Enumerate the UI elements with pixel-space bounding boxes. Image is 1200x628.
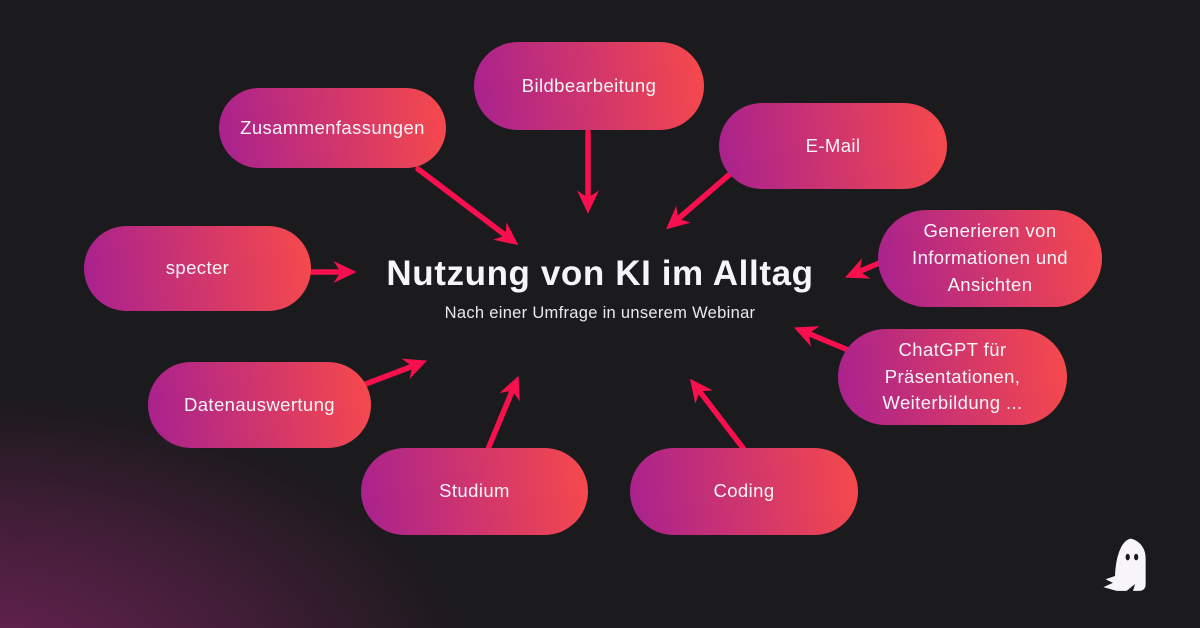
ghost-icon — [1103, 538, 1146, 591]
arrow-studium-to-center — [485, 375, 520, 452]
arrow-chatgpt-to-center — [793, 326, 856, 355]
node-datenauswertung: Datenauswertung — [148, 362, 371, 448]
arrow-zusammenfassungen-to-center — [415, 166, 519, 245]
node-label: Bildbearbeitung — [521, 74, 657, 96]
node-specter: specter — [84, 226, 311, 311]
node-label: Coding — [713, 480, 775, 502]
arrow-email-to-center — [666, 165, 740, 230]
node-label: Zusammenfassungen — [240, 116, 425, 138]
node-zusammenfassungen: Zusammenfassungen — [219, 88, 446, 168]
node-label: specter — [165, 257, 230, 279]
node-label: Datenauswertung — [183, 393, 335, 415]
page-subtitle: Nach einer Umfrage in unserem Webinar — [444, 303, 756, 322]
node-label: Studium — [439, 480, 510, 502]
node-studium: Studium — [361, 448, 588, 535]
node-label: Generieren von Informationen und Ansicht… — [912, 220, 1068, 295]
node-bildbearbeitung: Bildbearbeitung — [474, 42, 704, 130]
node-email: E-Mail — [719, 103, 947, 189]
node-label: E-Mail — [805, 134, 861, 156]
arrow-coding-to-center — [689, 378, 749, 455]
node-label: ChatGPT für Präsentationen, Weiterbildun… — [882, 338, 1023, 414]
central-topic: Nutzung von KI im Alltag Nach einer Umfr… — [0, 254, 1200, 323]
node-coding: Coding — [630, 448, 858, 535]
node-chatgpt: ChatGPT für Präsentationen, Weiterbildun… — [838, 329, 1067, 425]
page-title: Nutzung von KI im Alltag — [386, 254, 814, 293]
node-generieren: Generieren von Informationen und Ansicht… — [878, 210, 1102, 307]
